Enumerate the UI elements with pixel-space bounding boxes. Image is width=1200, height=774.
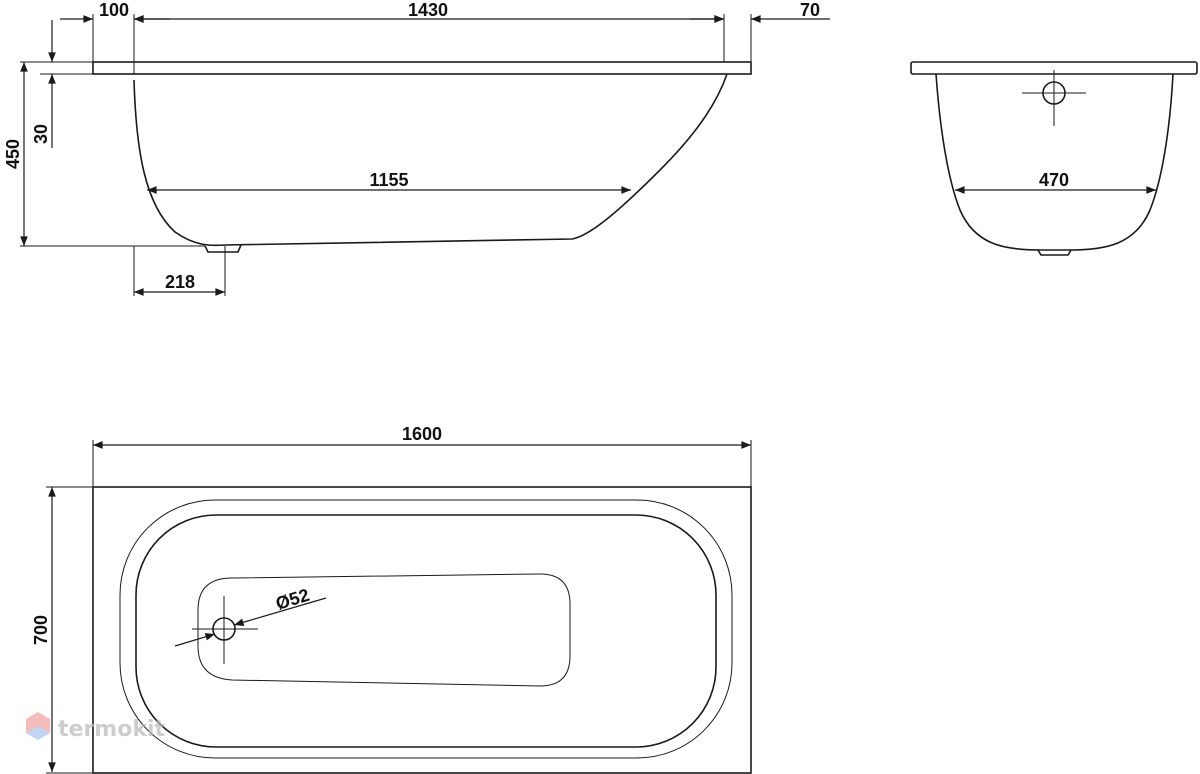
- side-foot: [204, 244, 242, 253]
- dim-height-label: 450: [3, 139, 23, 169]
- top-view: Ø52 1600 700: [31, 424, 752, 774]
- end-body-outline: [935, 73, 1174, 251]
- dim-bottom-length-label: 1155: [369, 170, 408, 190]
- dim-drain-offset-label: 218: [165, 272, 195, 292]
- side-view: 100 1430 70 450 30 1155 218: [3, 0, 830, 296]
- top-rim-inner: [119, 499, 733, 759]
- watermark: termokit: [26, 712, 165, 742]
- dim-total-width-label: 700: [31, 615, 51, 645]
- top-bottom-area: [197, 573, 571, 687]
- top-basin: [135, 514, 717, 748]
- end-foot: [1037, 249, 1072, 256]
- dim-end-width-label: 470: [1039, 170, 1069, 190]
- dim-rim-left-label: 100: [99, 0, 129, 20]
- dim-top-length-label: 1430: [408, 0, 448, 20]
- end-view: 470: [910, 61, 1198, 256]
- dim-rim-right-label: 70: [800, 0, 820, 20]
- side-body-outline: [133, 73, 728, 247]
- top-outline: [92, 486, 752, 774]
- dim-rim-thickness-label: 30: [31, 124, 51, 144]
- watermark-text: termokit: [58, 717, 165, 742]
- drain-diameter-label: Ø52: [273, 585, 311, 614]
- dim-total-length-label: 1600: [402, 424, 442, 444]
- side-rim: [92, 61, 752, 75]
